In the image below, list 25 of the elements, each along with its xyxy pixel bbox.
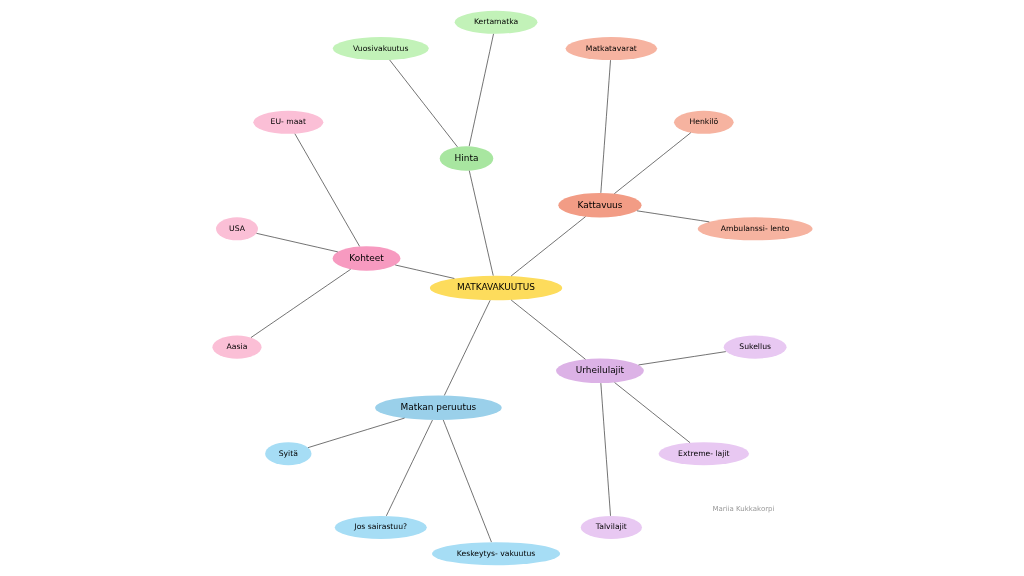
connector xyxy=(385,419,433,517)
connector xyxy=(510,216,586,277)
node-ellipse: Hinta xyxy=(439,146,493,171)
connector xyxy=(600,382,611,517)
connector xyxy=(468,170,494,276)
connector xyxy=(250,269,351,338)
node-ellipse: Matkan peruutus xyxy=(374,395,502,420)
connector xyxy=(394,264,455,279)
node-ellipse: Kohteet xyxy=(332,246,400,271)
connector xyxy=(600,59,611,194)
connector xyxy=(510,299,586,360)
connector xyxy=(255,233,338,253)
connector xyxy=(388,59,458,148)
connector xyxy=(442,419,492,543)
connector xyxy=(468,33,494,147)
connector xyxy=(636,210,710,223)
connector xyxy=(613,132,691,194)
node-ellipse: Urheilulajit xyxy=(555,358,644,384)
node-ellipse: Kattavuus xyxy=(557,192,642,218)
connector xyxy=(613,382,690,444)
connector xyxy=(294,133,360,247)
node-ellipse: MATKAVAKUUTUS xyxy=(429,275,562,301)
connector xyxy=(443,300,490,396)
connector xyxy=(307,417,405,448)
connector xyxy=(637,351,726,366)
